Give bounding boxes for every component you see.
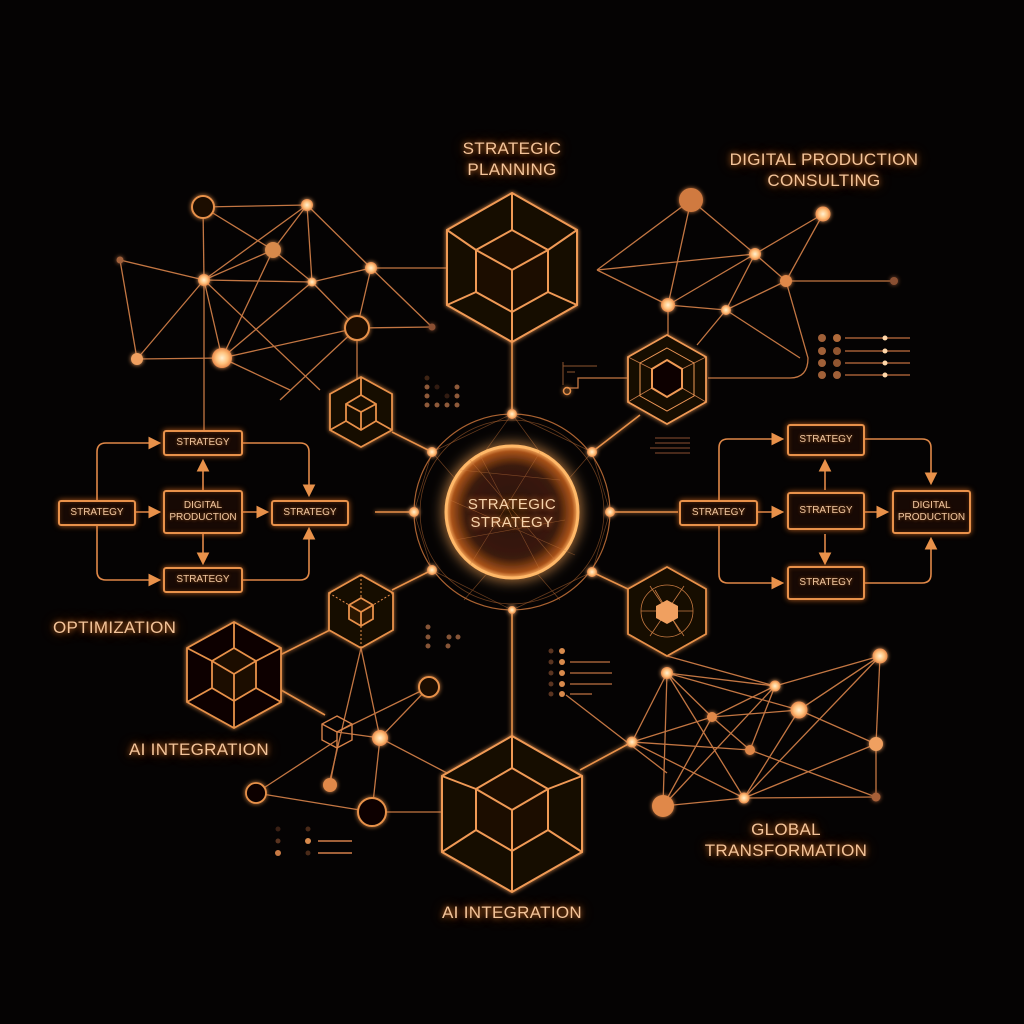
network-bottom-left-nodes xyxy=(245,676,440,827)
flow-box-left-center: DIGITAL PRODUCTION xyxy=(163,490,243,534)
label-optimization: OPTIMIZATION xyxy=(53,618,177,637)
node-ring xyxy=(562,386,572,396)
slider-legend-small-icon xyxy=(275,826,352,856)
node xyxy=(131,353,143,365)
cube-icon-small-lower-left xyxy=(328,573,394,650)
slider-legend-icon xyxy=(818,334,910,379)
node xyxy=(307,277,317,287)
core-label: STRATEGIC STRATEGY xyxy=(467,496,557,531)
node-ring xyxy=(344,315,370,341)
flow-box-right-output: DIGITAL PRODUCTION xyxy=(892,490,971,534)
slider-legend-mid-icon xyxy=(548,648,612,697)
node xyxy=(365,262,377,274)
circuit-glyph-icon xyxy=(562,362,597,385)
network-top-left xyxy=(119,204,447,430)
node xyxy=(372,730,388,746)
flow-box-right-center: STRATEGY xyxy=(787,492,865,530)
node xyxy=(323,778,337,792)
hexagon-icon-right xyxy=(627,333,707,426)
node xyxy=(301,199,313,211)
node xyxy=(780,275,792,287)
network-bottom-right-nodes xyxy=(626,648,888,817)
cube-icon-optimization xyxy=(186,620,282,730)
node xyxy=(738,792,750,804)
flow-box-left-top: STRATEGY xyxy=(163,430,243,456)
node xyxy=(745,745,755,755)
flow-box-right-input: STRATEGY xyxy=(679,500,758,526)
label-strategic-planning: STRATEGIC PLANNING xyxy=(462,139,562,179)
node xyxy=(661,667,673,679)
flow-box-left-output: STRATEGY xyxy=(271,500,349,526)
node xyxy=(428,323,436,331)
flow-box-left-bottom: STRATEGY xyxy=(163,567,243,593)
cube-icon-small-left xyxy=(329,375,393,449)
label-ai-integration-left: AI INTEGRATION xyxy=(129,740,269,759)
node xyxy=(749,248,761,260)
core-sphere-icon xyxy=(409,409,615,614)
node xyxy=(265,242,281,258)
label-ai-integration-bottom: AI INTEGRATION xyxy=(442,903,582,922)
network-top-left-nodes xyxy=(116,195,436,368)
node xyxy=(626,736,638,748)
network-top-right xyxy=(567,199,894,389)
node-ring xyxy=(357,797,387,827)
core-connectors xyxy=(279,338,678,771)
left-flow-connectors xyxy=(96,436,316,587)
label-digital-production-consulting: DIGITAL PRODUCTION CONSULTING xyxy=(729,150,919,190)
network-top-right-nodes xyxy=(562,188,898,396)
node xyxy=(871,792,881,802)
node-ring xyxy=(245,782,267,804)
node xyxy=(869,737,883,751)
node-ring xyxy=(191,195,215,219)
node xyxy=(212,348,232,368)
node xyxy=(707,712,717,722)
flow-box-right-top: STRATEGY xyxy=(787,424,865,456)
node xyxy=(652,795,674,817)
cube-icon-bottom xyxy=(441,734,583,894)
node-ring xyxy=(418,676,440,698)
text-lines-icon xyxy=(650,437,690,454)
node xyxy=(721,305,731,315)
flow-box-left-input: STRATEGY xyxy=(58,500,136,526)
node xyxy=(872,648,888,664)
dot-matrix-icon xyxy=(424,375,460,408)
node xyxy=(198,274,210,286)
node xyxy=(769,680,781,692)
node xyxy=(116,256,124,264)
hexagon-network-icon-lower-right xyxy=(627,565,707,658)
dot-matrix-small-icon xyxy=(425,624,461,649)
right-flow-connectors xyxy=(718,432,938,590)
label-global-transformation: GLOBAL TRANSFORMATION xyxy=(704,820,868,860)
cube-icon-top xyxy=(446,191,578,344)
flow-box-right-bottom: STRATEGY xyxy=(787,566,865,600)
node xyxy=(815,206,831,222)
node xyxy=(790,701,808,719)
node xyxy=(890,277,898,285)
node xyxy=(679,188,703,212)
node xyxy=(661,298,675,312)
network-bottom-right xyxy=(565,655,881,807)
